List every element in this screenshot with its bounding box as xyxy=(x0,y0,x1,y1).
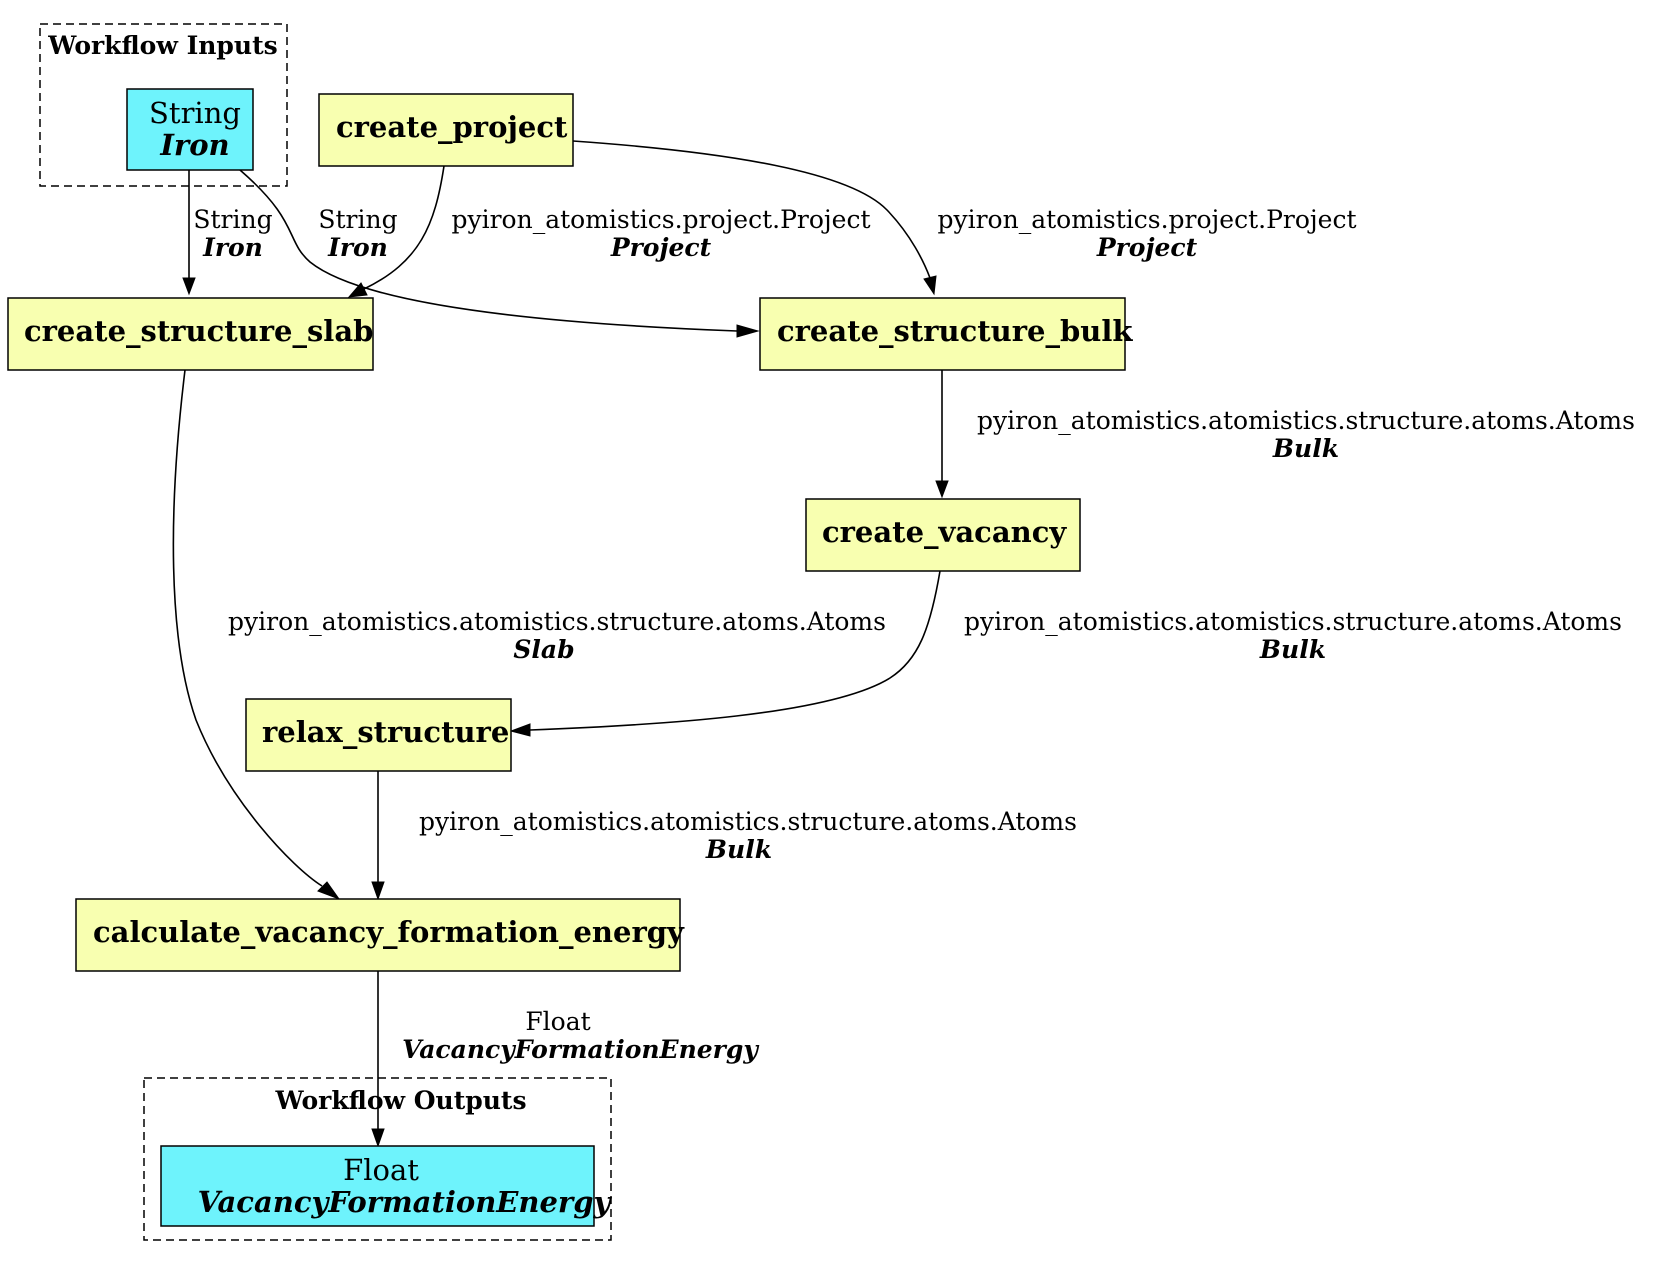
edge-calc-to-output: Float VacancyFormationEnergy xyxy=(371,971,759,1148)
edge-label-name: Slab xyxy=(513,635,574,664)
node-title: create_structure_slab xyxy=(24,314,373,348)
node-box[interactable] xyxy=(805,498,1081,572)
workflow-inputs-title: Workflow Inputs xyxy=(47,31,277,60)
edge-label-name: Iron xyxy=(327,233,388,262)
node-title: create_vacancy xyxy=(822,515,1067,549)
input-node-name: Iron xyxy=(159,128,229,162)
node-box[interactable] xyxy=(75,898,681,972)
edge-label-type: pyiron_atomistics.atomistics.structure.a… xyxy=(419,807,1077,836)
workflow-outputs-cluster: Workflow Outputs xyxy=(143,1077,612,1241)
output-node-type: Float xyxy=(343,1153,419,1187)
workflow-inputs-cluster-border xyxy=(39,23,288,187)
node-create-structure-bulk[interactable]: create_structure_bulk xyxy=(759,297,1133,371)
node-box[interactable] xyxy=(245,698,512,772)
edge-input-to-slab: String Iron xyxy=(182,170,273,296)
edge-label-name: Bulk xyxy=(1272,434,1339,463)
node-box[interactable] xyxy=(7,297,374,371)
edge-label-name: Project xyxy=(1096,233,1198,262)
edge-label-name: VacancyFormationEnergy xyxy=(402,1035,759,1064)
node-create-project[interactable]: create_project xyxy=(318,93,574,167)
output-node-box[interactable] xyxy=(160,1145,595,1227)
edge-vacancy-to-relax: pyiron_atomistics.atomistics.structure.a… xyxy=(509,570,1622,737)
edge-label-type: Float xyxy=(525,1007,590,1036)
node-title: relax_structure xyxy=(262,715,509,749)
node-calculate-vacancy-formation-energy[interactable]: calculate_vacancy_formation_energy xyxy=(75,898,685,972)
input-node-iron[interactable]: String Iron xyxy=(126,88,254,171)
edge-label-type: pyiron_atomistics.project.Project xyxy=(937,205,1356,234)
edge-label-type: pyiron_atomistics.project.Project xyxy=(451,205,870,234)
edge-label-name: Bulk xyxy=(1259,635,1326,664)
edge-slab-to-calc: pyiron_atomistics.atomistics.structure.a… xyxy=(172,369,886,901)
workflow-inputs-cluster: Workflow Inputs xyxy=(39,23,288,187)
edge-bulk-to-vacancy: pyiron_atomistics.atomistics.structure.a… xyxy=(935,370,1635,499)
node-box[interactable] xyxy=(318,93,574,167)
node-title: create_project xyxy=(336,110,568,144)
workflow-outputs-title: Workflow Outputs xyxy=(274,1086,526,1115)
node-create-vacancy[interactable]: create_vacancy xyxy=(805,498,1081,572)
edge-label-type: pyiron_atomistics.atomistics.structure.a… xyxy=(964,607,1622,636)
edge-label-type: String xyxy=(193,205,272,234)
edge-label-name: Bulk xyxy=(705,835,772,864)
edge-project-to-slab: pyiron_atomistics.project.Project Projec… xyxy=(347,165,871,298)
edge-label-name: Project xyxy=(610,233,712,262)
edge-input-to-bulk: String Iron xyxy=(239,169,760,338)
output-node-name: VacancyFormationEnergy xyxy=(198,1185,613,1219)
workflow-outputs-cluster-border xyxy=(143,1077,612,1241)
input-node-box[interactable] xyxy=(126,88,254,171)
node-box[interactable] xyxy=(759,297,1126,371)
edge-label-type: pyiron_atomistics.atomistics.structure.a… xyxy=(228,607,886,636)
edge-label-type: String xyxy=(318,205,397,234)
input-node-type: String xyxy=(149,96,241,130)
output-node-vacancy-formation-energy[interactable]: Float VacancyFormationEnergy xyxy=(160,1145,613,1227)
node-create-structure-slab[interactable]: create_structure_slab xyxy=(7,297,374,371)
node-relax-structure[interactable]: relax_structure xyxy=(245,698,512,772)
edge-project-to-bulk: pyiron_atomistics.project.Project Projec… xyxy=(572,140,1357,296)
node-title: calculate_vacancy_formation_energy xyxy=(93,915,685,949)
edge-label-name: Iron xyxy=(202,233,263,262)
node-title: create_structure_bulk xyxy=(777,314,1133,348)
edge-label-type: pyiron_atomistics.atomistics.structure.a… xyxy=(977,406,1635,435)
edge-relax-to-calc: pyiron_atomistics.atomistics.structure.a… xyxy=(371,770,1077,901)
